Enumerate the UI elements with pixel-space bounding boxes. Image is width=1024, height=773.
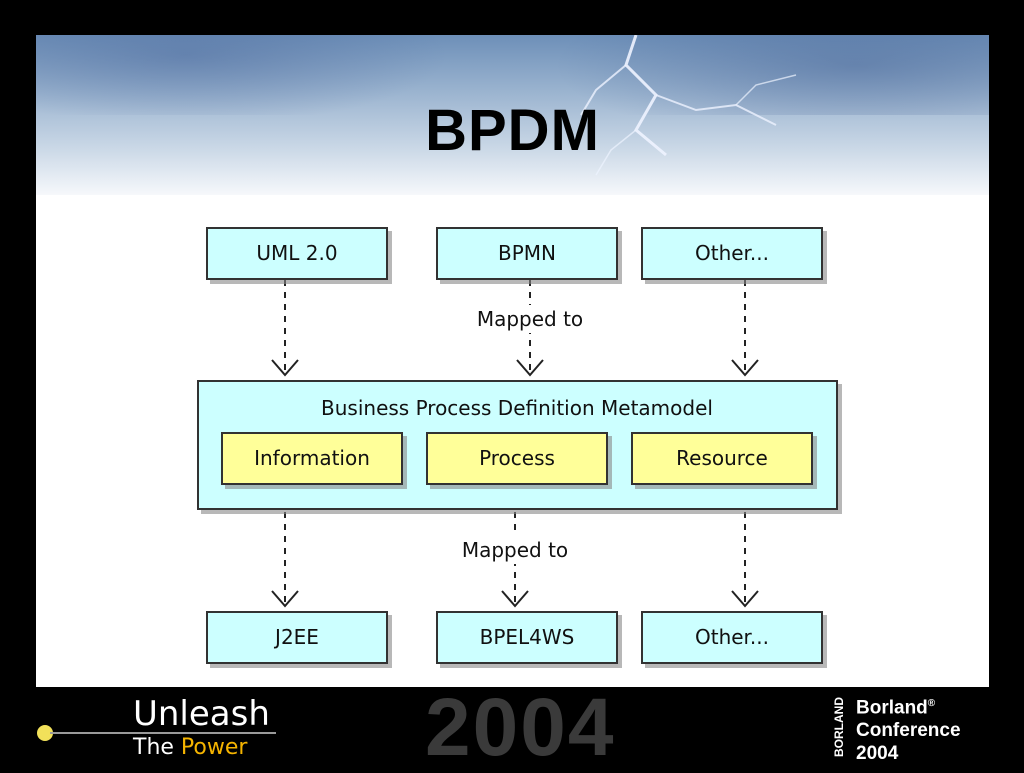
conference-line2: Conference — [856, 720, 961, 742]
arrowhead-icon — [271, 359, 299, 377]
source-label: UML 2.0 — [256, 241, 337, 265]
top-arrowheads — [271, 359, 759, 377]
part-label: Information — [254, 446, 370, 470]
conference-logo: Borland® Conference 2004 — [856, 692, 1016, 765]
part-label: Resource — [676, 446, 768, 470]
label-backdrop — [453, 536, 577, 564]
slide-title: BPDM — [425, 98, 600, 163]
source-label: BPMN — [498, 241, 556, 265]
mapped-to-label-bottom: Mapped to — [462, 538, 568, 562]
metamodel-part-resource: Resource — [631, 432, 813, 485]
slide: BPDM — [36, 35, 989, 687]
lightning-bolt-icon — [580, 35, 797, 176]
conference-brand: Borland — [856, 697, 928, 719]
arrowhead-icon — [501, 590, 529, 608]
sky-background — [36, 35, 989, 195]
conference-line3: 2004 — [856, 743, 899, 765]
arrowhead-icon — [516, 359, 544, 377]
metamodel-box: Business Process Definition Metamodel In… — [197, 380, 838, 510]
cloud-shading — [36, 35, 989, 115]
metamodel-part-information: Information — [221, 432, 403, 485]
source-box-uml: UML 2.0 — [206, 227, 388, 280]
arrowhead-icon — [271, 590, 299, 608]
target-label: BPEL4WS — [480, 625, 575, 649]
tagline-the-power: The Power — [133, 735, 247, 760]
top-connectors — [284, 280, 746, 372]
label-backdrop — [468, 305, 592, 333]
arrowhead-icon — [731, 359, 759, 377]
arrowhead-icon — [731, 590, 759, 608]
target-label: J2EE — [273, 625, 319, 649]
metamodel-title: Business Process Definition Metamodel — [321, 396, 713, 420]
part-label: Process — [479, 446, 555, 470]
bullet-dot-icon — [37, 725, 53, 741]
tagline-prefix: The — [133, 735, 181, 760]
target-box-other: Other... — [641, 611, 823, 664]
target-box-bpel4ws: BPEL4WS — [436, 611, 618, 664]
bottom-arrowheads — [271, 590, 759, 608]
target-box-j2ee: J2EE — [206, 611, 388, 664]
source-box-other: Other... — [641, 227, 823, 280]
borland-vertical-logo: BORLAND — [832, 697, 846, 757]
tagline-divider — [50, 732, 276, 734]
bottom-connectors — [284, 512, 746, 603]
mapped-to-label-top: Mapped to — [477, 307, 583, 331]
footer-year-watermark: 2004 — [425, 682, 616, 773]
target-label: Other... — [695, 625, 769, 649]
bottom-target-boxes: J2EE BPEL4WS Other... — [206, 611, 823, 664]
metamodel-part-process: Process — [426, 432, 608, 485]
source-box-bpmn: BPMN — [436, 227, 618, 280]
top-source-boxes: UML 2.0 BPMN Other... — [206, 227, 823, 280]
tagline-power: Power — [180, 735, 248, 760]
source-label: Other... — [695, 241, 769, 265]
registered-mark: ® — [927, 698, 936, 709]
tagline-unleash: Unleash — [133, 694, 270, 734]
